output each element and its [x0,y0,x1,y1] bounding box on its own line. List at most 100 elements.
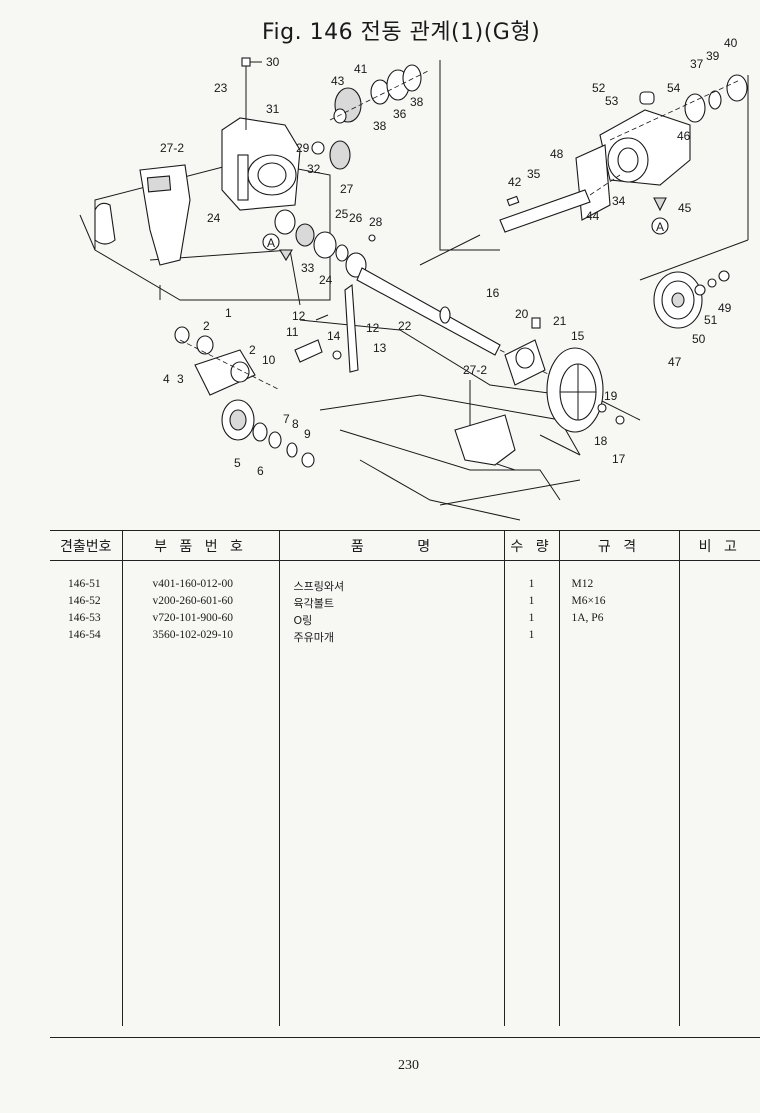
col-header-part-no: 부 품 번 호 [122,530,280,561]
callout: 37 [690,57,704,71]
callout: 29 [296,141,310,155]
cell-note [679,629,760,646]
callout: 22 [398,319,412,333]
cell-name: 육각볼트 [279,595,505,612]
callout: 42 [508,175,522,189]
col-header-spec: 규 격 [559,530,680,561]
callout: 52 [592,81,606,95]
cell-no: 146-54 [50,629,123,646]
lower-pulley-group [221,399,315,468]
callout: 50 [692,332,706,346]
callout: 2 [203,319,210,333]
callout: 24 [207,211,221,225]
callout: 26 [349,211,363,225]
callout: 39 [706,49,720,63]
callout: 16 [486,286,500,300]
callout: 38 [410,95,424,109]
callout: 12 [292,309,306,323]
cell-name: 스프링와셔 [279,578,505,595]
callout: 25 [335,207,349,221]
table-row: 146-53 v720-101-900-60 O링 1 1A, P6 [50,612,760,629]
callout: 54 [667,81,681,95]
callout: 46 [677,129,691,143]
exploded-parts-diagram: 30 23 31 43 41 38 36 38 52 53 54 37 39 4… [79,36,749,521]
cell-qty: 1 [504,595,560,612]
bracket-27-2-left [94,164,191,266]
callout: 43 [331,74,345,88]
callout: 24 [319,273,333,287]
cell-part-no: v720-101-900-60 [122,612,280,629]
callout: 11 [286,325,299,339]
callout: 48 [550,147,564,161]
cell-no: 146-52 [50,595,123,612]
bracket-13 [294,283,359,373]
callout: 47 [668,355,682,369]
cell-spec: M12 [559,578,680,595]
callout-labels: 30 23 31 43 41 38 36 38 52 53 54 37 39 4… [160,36,738,478]
callout: 6 [257,464,264,478]
col-header-note: 비 고 [679,530,760,561]
callout: 32 [307,162,321,176]
callout: 27-2 [463,363,487,377]
reference-arrows [262,197,669,262]
callout: 3 [177,372,184,386]
parts-table: 견출번호 부 품 번 호 품 명 수 량 규 격 비 고 146-51 v401… [50,530,760,1026]
page-number: 230 [398,1058,419,1073]
callout: 49 [718,301,732,315]
bracket-27-2-lower [454,414,581,466]
callout: 34 [612,194,626,208]
cell-spec [559,629,680,646]
callout: 44 [586,209,600,223]
callout: 1 [225,306,232,320]
col-header-name: 품 명 [279,530,505,561]
cell-qty: 1 [504,578,560,595]
callout: 27-2 [160,141,184,155]
callout: 2 [249,343,256,357]
cell-no: 146-53 [50,612,123,629]
cell-spec: 1A, P6 [559,612,680,629]
callout: 18 [594,434,608,448]
col-header-no: 견출번호 [50,530,123,561]
pillow-block-20 [504,317,546,386]
callout: 8 [292,417,299,431]
table-bottom-rule [50,1037,760,1038]
callout: A [656,220,664,234]
callout: 36 [393,107,407,121]
shaft-35 [499,174,621,233]
callout: 14 [327,329,341,343]
cell-note [679,578,760,595]
cell-spec: M6×16 [559,595,680,612]
table-row: 146-52 v200-260-601-60 육각볼트 1 M6×16 [50,595,760,612]
callout: 33 [301,261,315,275]
callout: 10 [262,353,276,367]
gear-housing-23 [221,57,301,211]
housing-34 [575,74,749,281]
cell-part-no: v401-160-012-00 [122,578,280,595]
callout: 27 [340,182,354,196]
callout: 9 [304,427,311,441]
callout: 35 [527,167,541,181]
linkage-assembly [174,326,281,396]
cell-part-no: v200-260-601-60 [122,595,280,612]
callout: 51 [704,313,718,327]
callout: 41 [354,62,368,76]
callout: 53 [605,94,619,108]
callout: A [267,236,275,250]
callout: 38 [373,119,387,133]
cell-part-no: 3560-102-029-10 [122,629,280,646]
col-header-qty: 수 량 [504,530,560,561]
callout: 45 [678,201,692,215]
table-row: 146-54 3560-102-029-10 주유마개 1 [50,629,760,646]
callout: 40 [724,36,738,50]
callout: 19 [604,389,618,403]
pulley-15 [546,347,625,433]
table-header-row: 견출번호 부 품 번 호 품 명 수 량 규 격 비 고 [50,530,760,561]
callout: 23 [214,81,228,95]
pulley-47 [653,270,730,329]
callout: 4 [163,372,170,386]
main-shaft-22 [356,267,561,381]
table-empty-space [50,646,760,1026]
figure-title: Fig. 146 전동 관계(1)(G형) [262,20,541,45]
callout: 31 [266,102,280,116]
